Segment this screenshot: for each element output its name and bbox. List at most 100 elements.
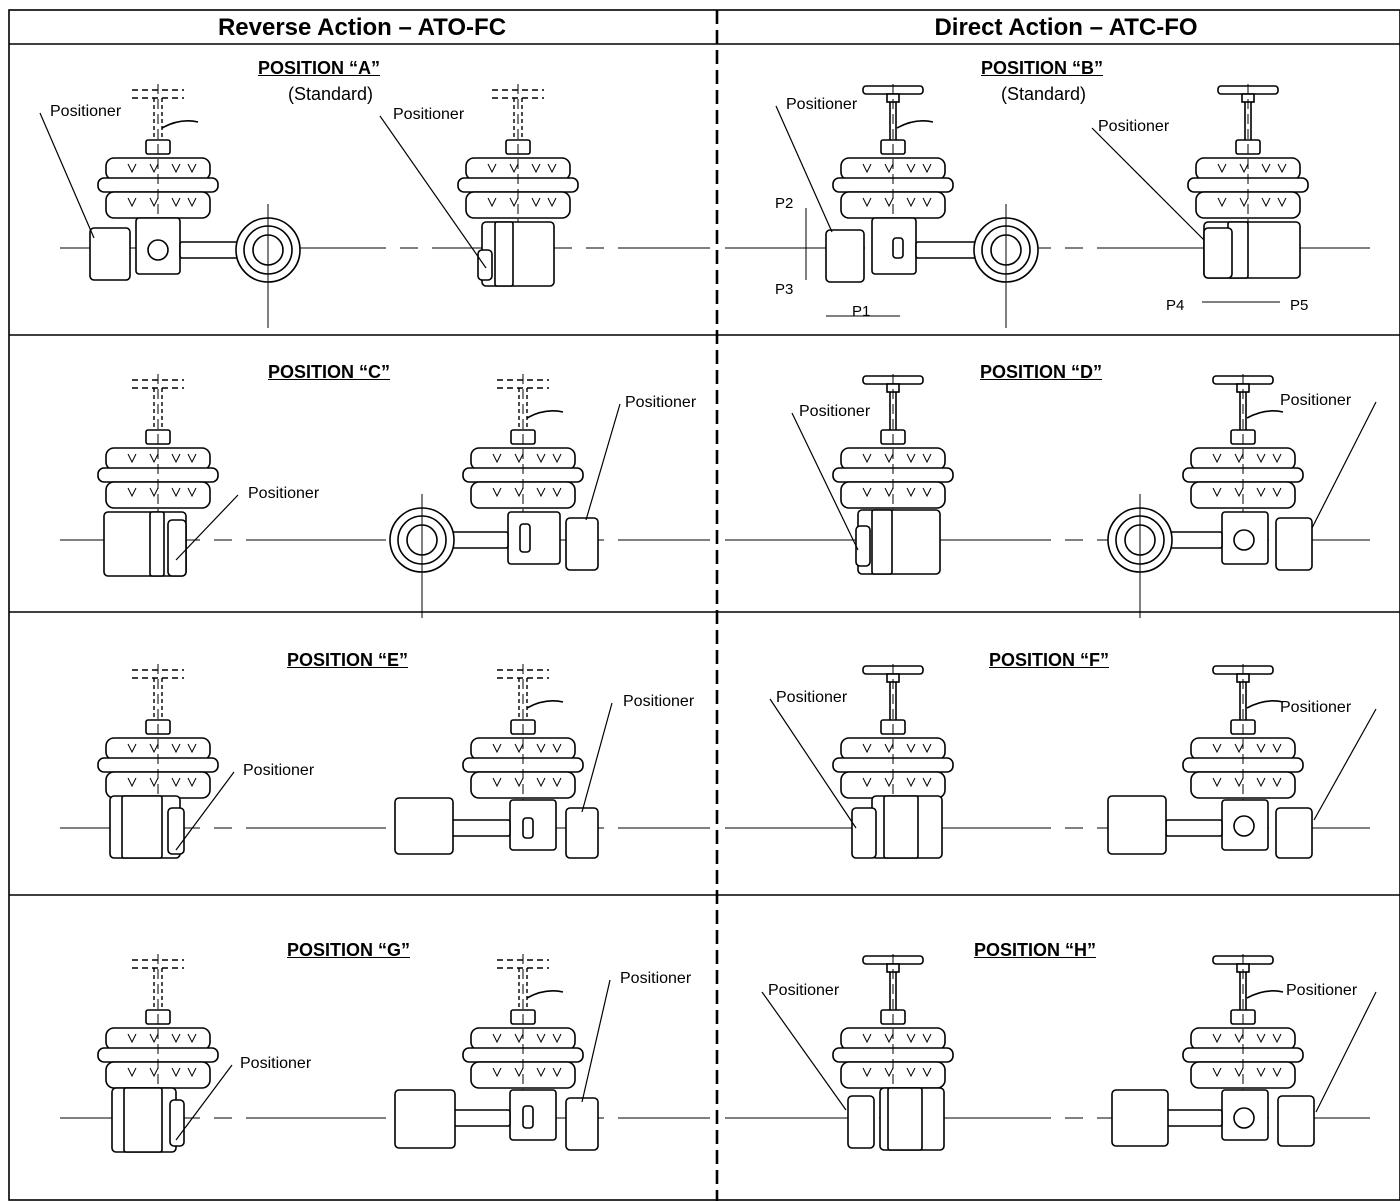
- positioner-label: Positioner: [776, 689, 848, 706]
- flange-bolt: [552, 453, 562, 498]
- flange-bolt: [1212, 743, 1222, 788]
- body-band: [871, 509, 893, 575]
- pipe: [449, 531, 509, 549]
- connecting-pipe: [1165, 819, 1223, 837]
- leader-line: [175, 494, 239, 561]
- leader-line: [175, 771, 235, 851]
- actuator: [832, 374, 954, 538]
- actuator: [832, 84, 954, 248]
- position-g-title: POSITION “G”: [287, 940, 411, 960]
- direct-action-header: Direct Action – ATC-FO: [934, 14, 1198, 41]
- drawing-border: [8, 9, 1400, 1201]
- leader-line: [1313, 708, 1377, 821]
- leader-line: [791, 412, 859, 551]
- flange-bolt: [1234, 743, 1244, 788]
- leader-line: [581, 979, 611, 1103]
- pipe: [1167, 531, 1223, 549]
- flange-bolt: [492, 1033, 502, 1078]
- positioner-label: Positioner: [1280, 699, 1352, 716]
- connecting-pipe: [449, 531, 509, 549]
- positioner-box: [1275, 517, 1313, 571]
- positioner-box: [89, 227, 131, 281]
- actuator: [1187, 84, 1309, 248]
- flange-bolt: [862, 453, 872, 498]
- lever: [526, 410, 564, 419]
- flange-bolt: [1256, 1033, 1266, 1078]
- positioner-box: [1275, 807, 1313, 859]
- flange-bolt: [906, 163, 916, 208]
- dimension-p5: P5: [1290, 297, 1309, 314]
- flange-bolt: [906, 743, 916, 788]
- flange-bolt: [1277, 163, 1287, 208]
- lever: [526, 990, 564, 999]
- flange-bolt: [149, 1033, 159, 1078]
- positioner-box: [855, 525, 871, 567]
- flange-bolt: [536, 453, 546, 498]
- connecting-pipe: [915, 241, 977, 259]
- side-body-block: [394, 797, 454, 855]
- positioner-label: Positioner: [1098, 118, 1170, 135]
- flange-bolt: [1239, 163, 1249, 208]
- lever: [896, 120, 934, 129]
- lever: [1246, 990, 1284, 999]
- stem-slot: [892, 237, 904, 259]
- positioner-box: [565, 517, 599, 571]
- actuator: [462, 664, 584, 828]
- yoke-body: [507, 511, 561, 565]
- position-f-title: POSITION “F”: [989, 650, 1110, 670]
- positioner-box: [851, 807, 877, 859]
- flange-bolt: [509, 163, 519, 208]
- positioner-box: [565, 1097, 599, 1151]
- positioner-box: [565, 807, 599, 859]
- flange-bolt: [884, 1033, 894, 1078]
- pipe: [179, 241, 241, 259]
- positioner-box: [565, 1097, 599, 1151]
- flange-bolt: [127, 1033, 137, 1078]
- positioner-label: Positioner: [1280, 392, 1352, 409]
- gauge: [1233, 815, 1255, 837]
- positioner-label: Positioner: [50, 103, 122, 120]
- actuator: [97, 374, 219, 538]
- flange-bolt: [514, 743, 524, 788]
- body-band: [494, 221, 514, 287]
- actuator: [1182, 374, 1304, 538]
- position-b-subtitle: (Standard): [1001, 84, 1087, 104]
- leader-line: [769, 698, 857, 829]
- flange-bolt: [906, 1033, 916, 1078]
- stem-slot: [522, 817, 534, 839]
- actuator: [832, 664, 954, 828]
- flange-bolt: [487, 163, 497, 208]
- positioner-box: [1275, 807, 1313, 859]
- connecting-pipe: [179, 241, 241, 259]
- dimension-p1: P1: [852, 303, 871, 320]
- positioner-label: Positioner: [623, 693, 695, 710]
- flange-bolt: [906, 453, 916, 498]
- position-a-title: POSITION “A”: [258, 58, 381, 78]
- flange-bolt: [1261, 163, 1271, 208]
- leader-line: [1091, 127, 1205, 241]
- flange-bolt: [1272, 743, 1282, 788]
- position-a-subtitle: (Standard): [288, 84, 374, 104]
- leader-line: [175, 1064, 233, 1141]
- actuator: [462, 374, 584, 538]
- lever: [526, 700, 564, 709]
- side-body-block: [1107, 795, 1167, 855]
- flange-bolt: [536, 1033, 546, 1078]
- connecting-pipe: [453, 1109, 511, 1127]
- flange-bolt: [149, 453, 159, 498]
- flange-bolt: [1234, 1033, 1244, 1078]
- flange-bolt: [1212, 453, 1222, 498]
- actuator: [457, 84, 579, 248]
- flange-bolt: [127, 743, 137, 788]
- body-band: [123, 1087, 163, 1153]
- positioner-box: [1277, 1095, 1315, 1147]
- flange-bolt: [922, 163, 932, 208]
- valve-body: [235, 204, 301, 328]
- position-c-title: POSITION “C”: [268, 362, 391, 382]
- valve-body: [1107, 494, 1173, 618]
- flange-bolt: [862, 163, 872, 208]
- position-b-title: POSITION “B”: [981, 58, 1104, 78]
- positioner-box: [167, 519, 187, 577]
- positioner-box: [477, 249, 493, 281]
